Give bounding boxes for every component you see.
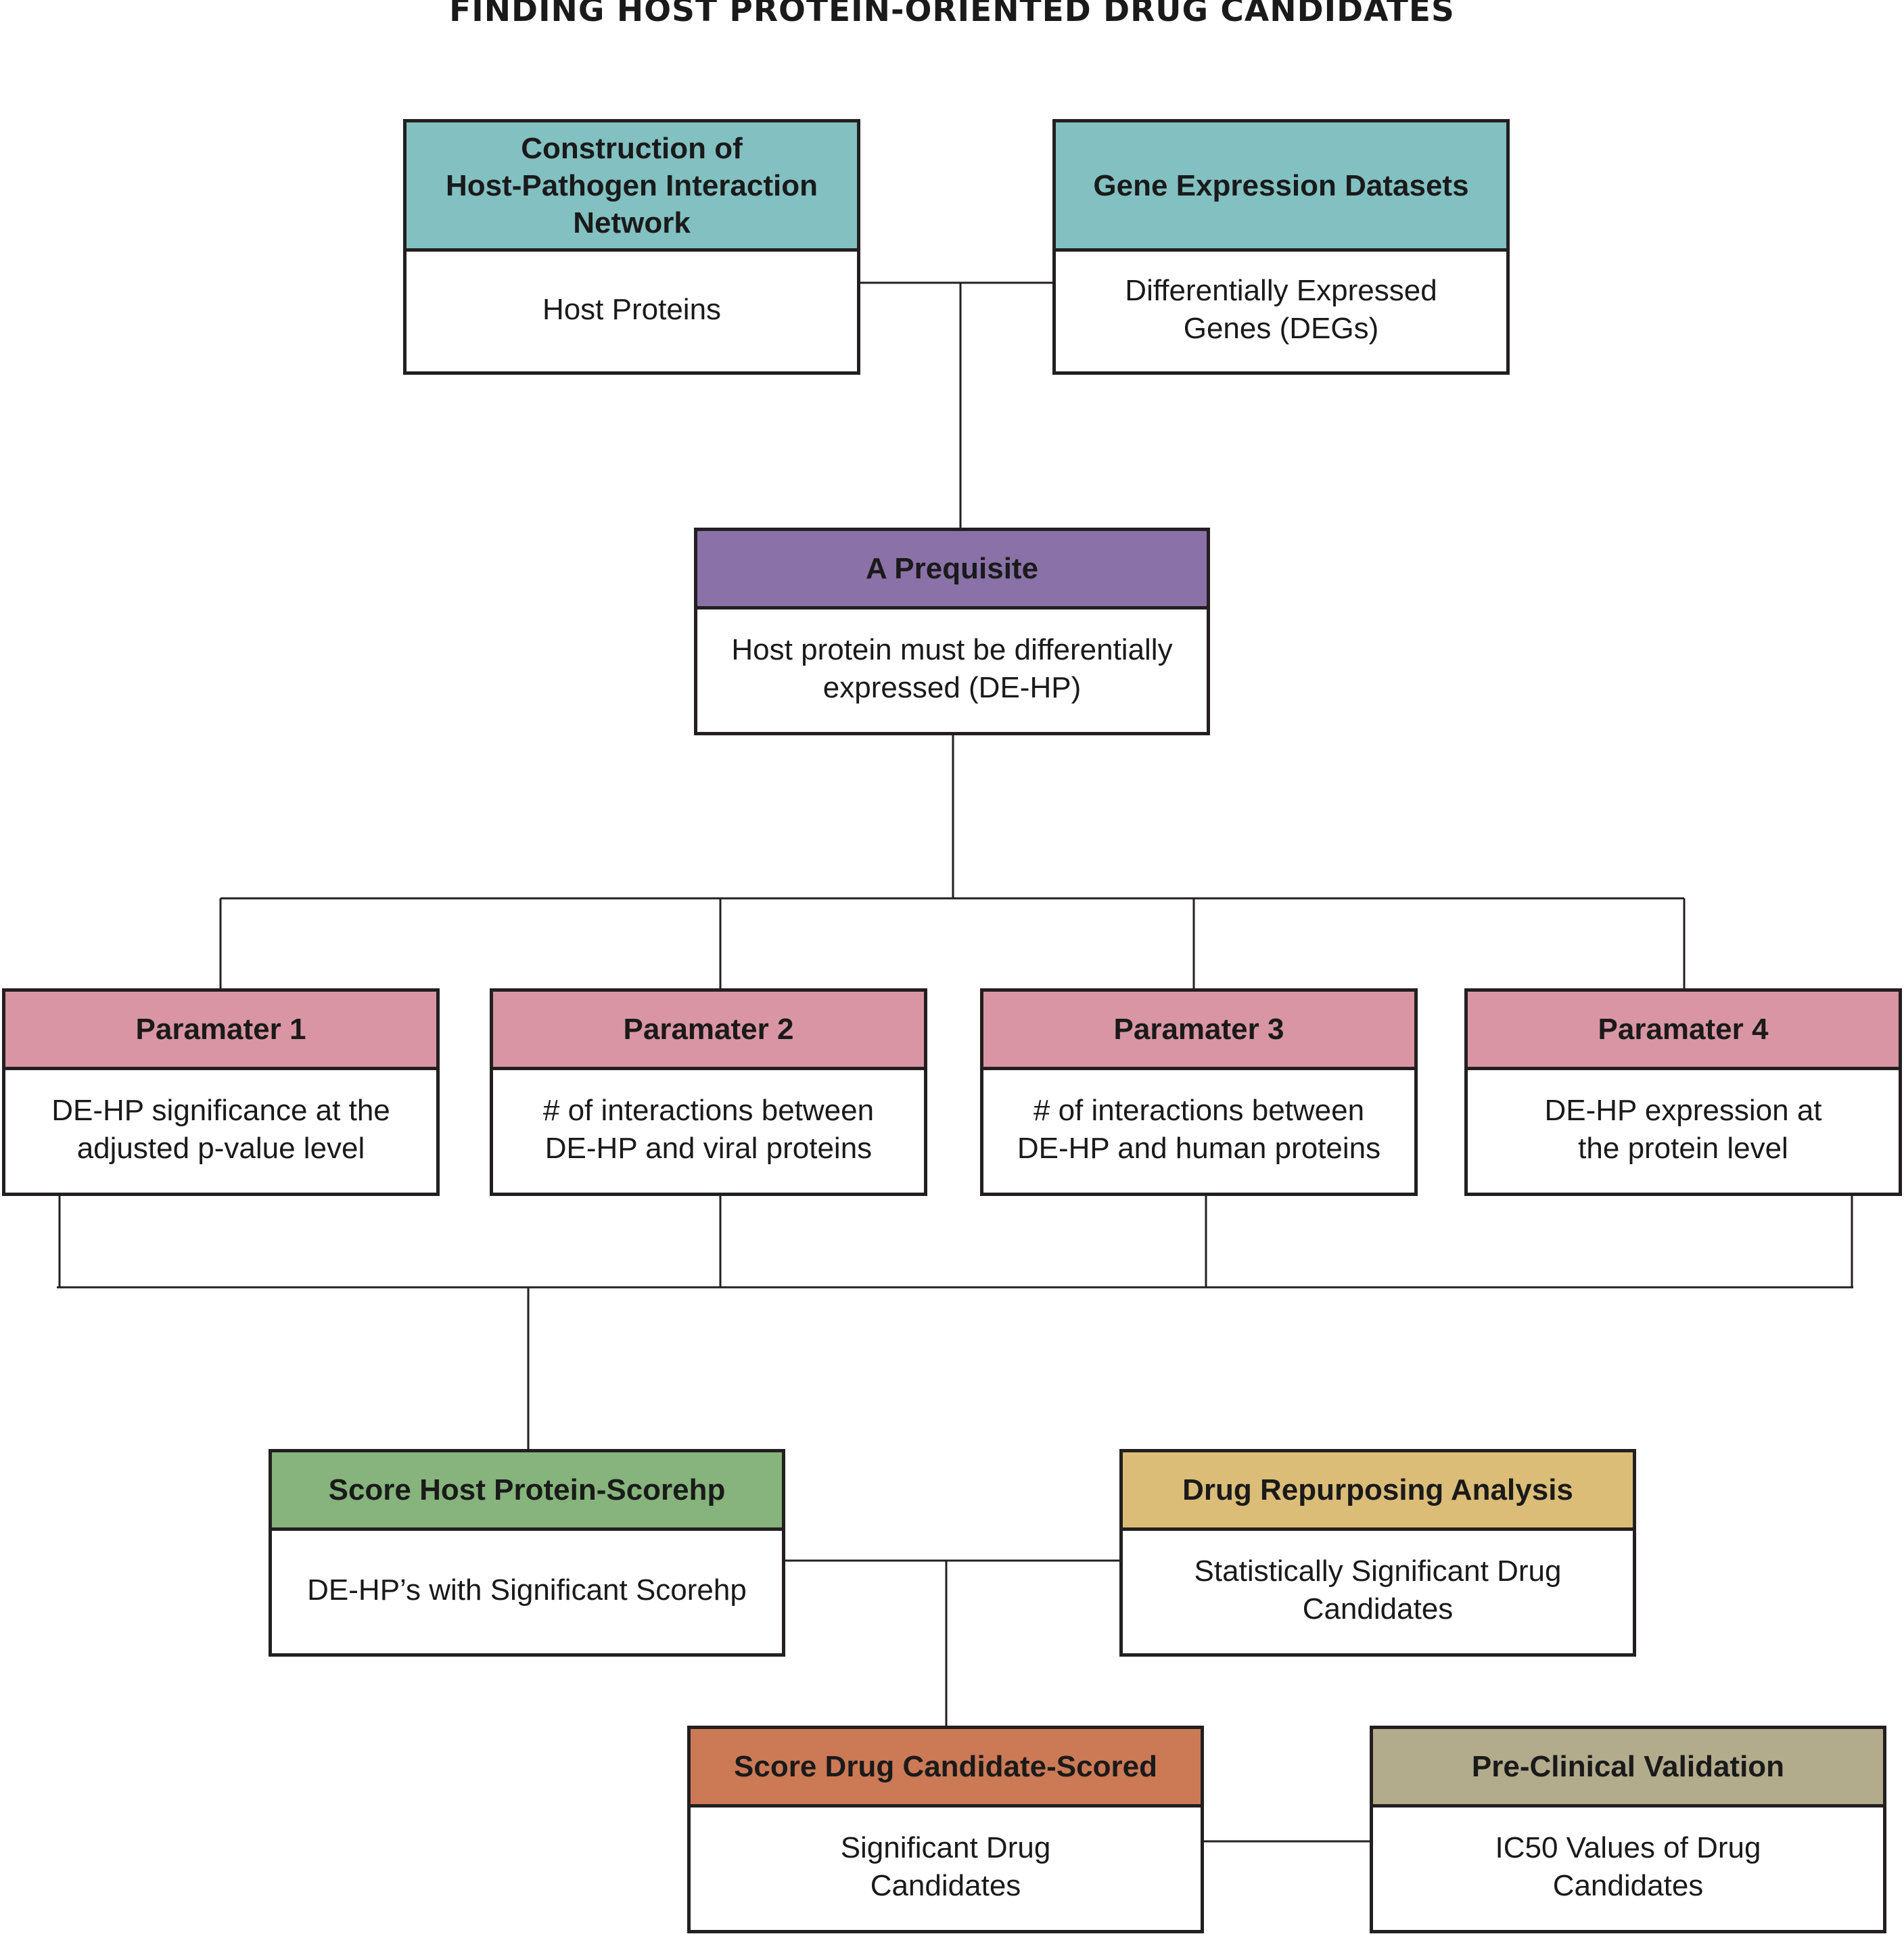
- hpi-node-body: Host Proteins: [542, 292, 722, 326]
- drug-repurposing-node: Drug Repurposing Analysis Statistically …: [1119, 1449, 1636, 1657]
- drug-repurposing-node-body: Statistically Significant Drug Candidate…: [1194, 1554, 1562, 1626]
- parameter-3-node: Paramater 3 # of interactions between DE…: [980, 988, 1418, 1196]
- prerequisite-node: A Prequisite Host protein must be differ…: [694, 528, 1210, 735]
- drug-repurposing-node-header: Drug Repurposing Analysis: [1123, 1452, 1633, 1531]
- diagram-title: FINDING HOST PROTEIN-ORIENTED DRUG CANDI…: [449, 0, 1455, 29]
- gene-expression-node-header: Gene Expression Datasets: [1056, 122, 1506, 252]
- prerequisite-node-header: A Prequisite: [697, 531, 1207, 609]
- parameter-4-node-header: Paramater 4: [1468, 992, 1899, 1070]
- hpi-node: Construction of Host-Pathogen Interactio…: [403, 119, 860, 375]
- pre-clinical-validation-node-body: IC50 Values of Drug Candidates: [1495, 1831, 1761, 1902]
- score-drug-candidate-node-body: Significant Drug Candidates: [840, 1831, 1051, 1902]
- gene-expression-node-body: Differentially Expressed Genes (DEGs): [1125, 273, 1437, 345]
- parameter-1-node-body: DE-HP significance at the adjusted p-val…: [51, 1093, 390, 1165]
- parameter-2-node-header: Paramater 2: [493, 992, 924, 1070]
- score-drug-candidate-node: Score Drug Candidate-Scored Significant …: [687, 1726, 1204, 1933]
- score-drug-candidate-node-header: Score Drug Candidate-Scored: [691, 1729, 1201, 1808]
- parameter-2-node-body: # of interactions between DE-HP and vira…: [542, 1093, 875, 1165]
- parameter-4-node-body: DE-HP expression at the protein level: [1544, 1093, 1822, 1165]
- gene-expression-node: Gene Expression Datasets Differentially …: [1052, 119, 1510, 375]
- prerequisite-node-body: Host protein must be differentially expr…: [731, 632, 1173, 704]
- parameter-1-node-header: Paramater 1: [5, 992, 436, 1070]
- pre-clinical-validation-node: Pre-Clinical Validation IC50 Values of D…: [1370, 1726, 1886, 1933]
- parameter-3-node-header: Paramater 3: [983, 992, 1414, 1070]
- hpi-node-header: Construction of Host-Pathogen Interactio…: [407, 122, 857, 252]
- parameter-3-node-body: # of interactions between DE-HP and huma…: [1017, 1093, 1381, 1165]
- parameter-4-node: Paramater 4 DE-HP expression at the prot…: [1464, 988, 1902, 1196]
- score-host-protein-node: Score Host Protein-Scorehp DE-HP’s with …: [269, 1449, 785, 1657]
- parameter-1-node: Paramater 1 DE-HP significance at the ad…: [2, 988, 440, 1196]
- parameter-2-node: Paramater 2 # of interactions between DE…: [490, 988, 927, 1196]
- score-host-protein-node-header: Score Host Protein-Scorehp: [272, 1452, 782, 1531]
- score-host-protein-node-body: DE-HP’s with Significant Scorehp: [307, 1573, 747, 1607]
- pre-clinical-validation-node-header: Pre-Clinical Validation: [1373, 1729, 1883, 1808]
